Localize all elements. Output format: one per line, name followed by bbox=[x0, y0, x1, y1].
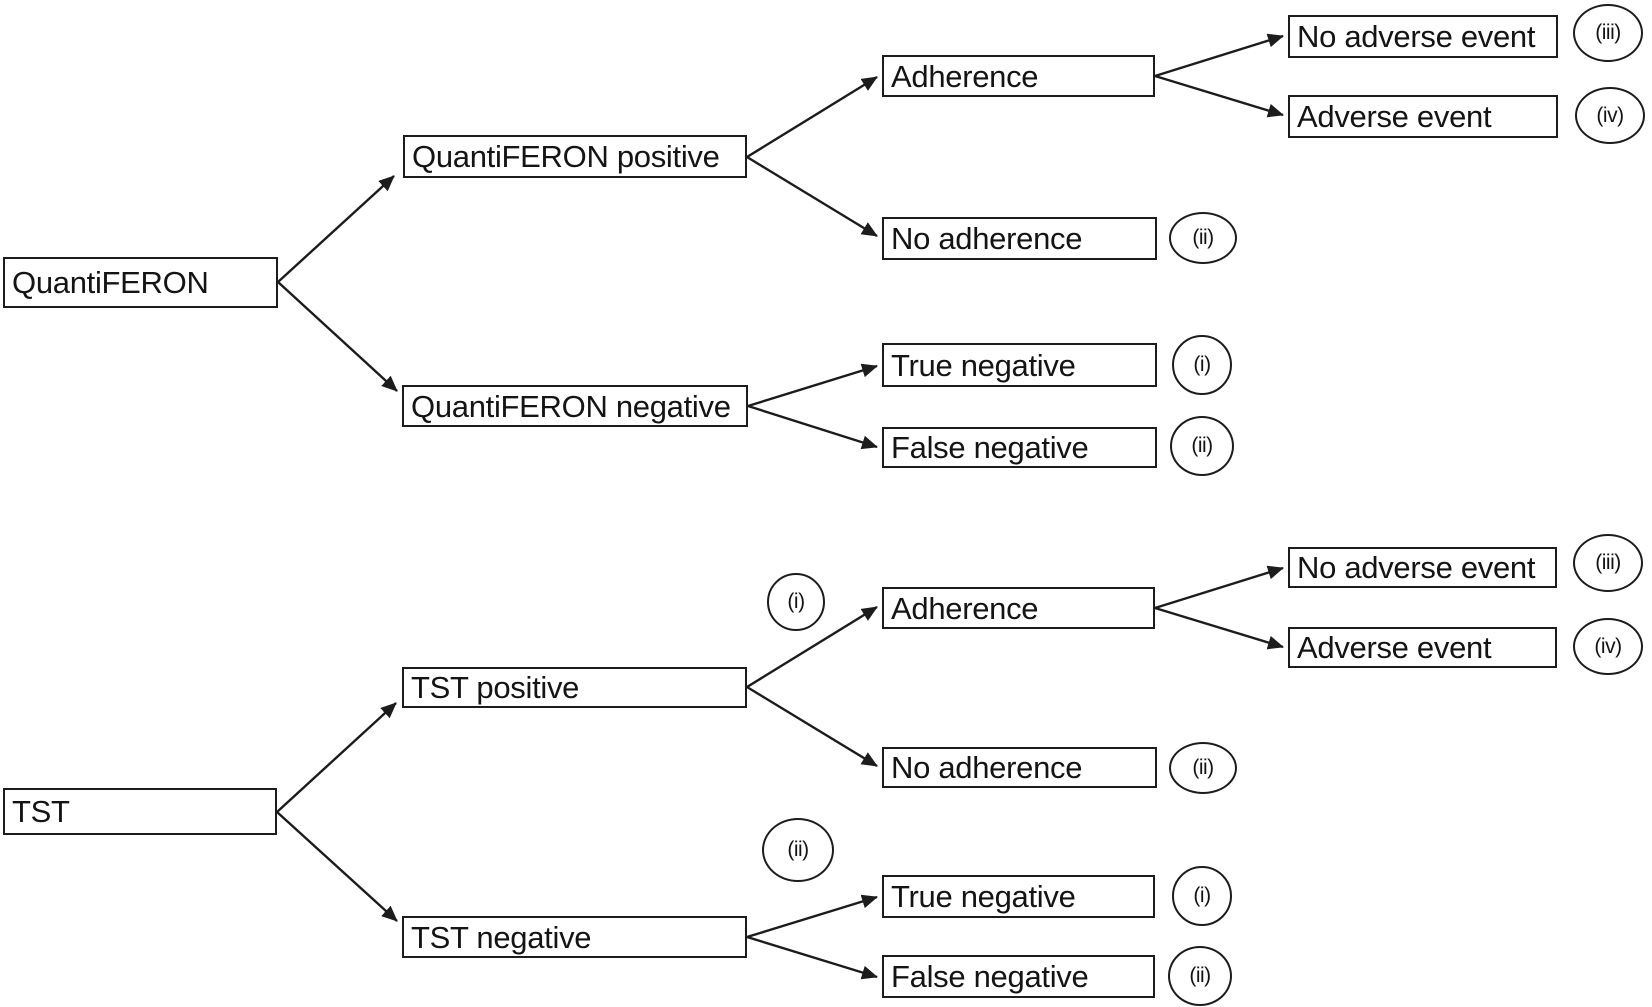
arrow-qft-positive-to-no-adherence bbox=[746, 155, 878, 238]
arrow-tst-root-to-positive bbox=[276, 702, 397, 813]
node-qft-no-adverse-event: No adverse event bbox=[1288, 15, 1558, 58]
node-tst-false-negative: False negative bbox=[882, 955, 1155, 998]
arrow-tst-adherence-to-adverse-event bbox=[1154, 606, 1284, 650]
tag-circle-tst-adverse-event: (iv) bbox=[1573, 618, 1643, 675]
node-tst-no-adverse-event: No adverse event bbox=[1288, 547, 1557, 588]
node-qft-adherence: Adherence bbox=[882, 55, 1155, 97]
arrow-qft-negative-to-false-negative bbox=[747, 404, 878, 450]
node-quantiferon-positive: QuantiFERON positive bbox=[403, 135, 747, 178]
arrow-tst-positive-to-adherence bbox=[746, 605, 878, 689]
arrow-qft-adherence-to-no-adverse-event bbox=[1154, 33, 1284, 78]
tag-circle-tst-false-negative: (ii) bbox=[1168, 946, 1232, 1006]
node-quantiferon-negative: QuantiFERON negative bbox=[402, 385, 748, 427]
arrow-qft-root-to-positive bbox=[277, 175, 395, 283]
arrow-tst-root-to-negative bbox=[276, 811, 398, 922]
arrow-qft-negative-to-true-negative bbox=[747, 363, 878, 408]
arrow-qft-positive-to-adherence bbox=[746, 75, 878, 159]
arrow-tst-adherence-to-no-adverse-event bbox=[1154, 565, 1284, 610]
node-qft-true-negative: True negative bbox=[882, 343, 1157, 387]
arrow-qft-root-to-negative bbox=[277, 281, 398, 392]
node-tst-adherence: Adherence bbox=[882, 587, 1155, 629]
node-qft-adverse-event: Adverse event bbox=[1288, 95, 1558, 138]
arrow-tst-positive-to-no-adherence bbox=[746, 685, 878, 768]
node-tst-no-adherence: No adherence bbox=[882, 747, 1157, 788]
node-tst-adverse-event: Adverse event bbox=[1288, 627, 1557, 668]
node-qft-false-negative: False negative bbox=[882, 427, 1157, 468]
node-tst-true-negative: True negative bbox=[882, 875, 1155, 918]
node-quantiferon-root: QuantiFERON bbox=[3, 257, 278, 308]
node-tst-positive: TST positive bbox=[402, 667, 747, 708]
tag-circle-qft-adverse-event: (iv) bbox=[1575, 87, 1645, 144]
tag-circle-tst-no-adherence: (ii) bbox=[1169, 742, 1237, 794]
node-tst-negative: TST negative bbox=[402, 916, 747, 958]
tag-circle-tst-positive-branch: (i) bbox=[767, 573, 825, 631]
tag-circle-qft-false-negative: (ii) bbox=[1170, 416, 1234, 476]
tag-circle-qft-no-adverse-event: (iii) bbox=[1573, 4, 1643, 62]
tag-circle-tst-no-adverse-event: (iii) bbox=[1573, 534, 1643, 592]
arrow-tst-negative-to-true-negative bbox=[746, 894, 878, 939]
tag-circle-qft-no-adherence: (ii) bbox=[1169, 212, 1237, 264]
tag-circle-qft-true-negative: (i) bbox=[1172, 335, 1232, 395]
tag-circle-tst-negative-branch: (ii) bbox=[762, 818, 834, 882]
node-tst-root: TST bbox=[3, 788, 277, 835]
tag-circle-tst-true-negative: (i) bbox=[1172, 866, 1232, 926]
node-qft-no-adherence: No adherence bbox=[882, 217, 1157, 260]
arrow-tst-negative-to-false-negative bbox=[746, 935, 878, 980]
arrow-qft-adherence-to-adverse-event bbox=[1154, 74, 1284, 118]
